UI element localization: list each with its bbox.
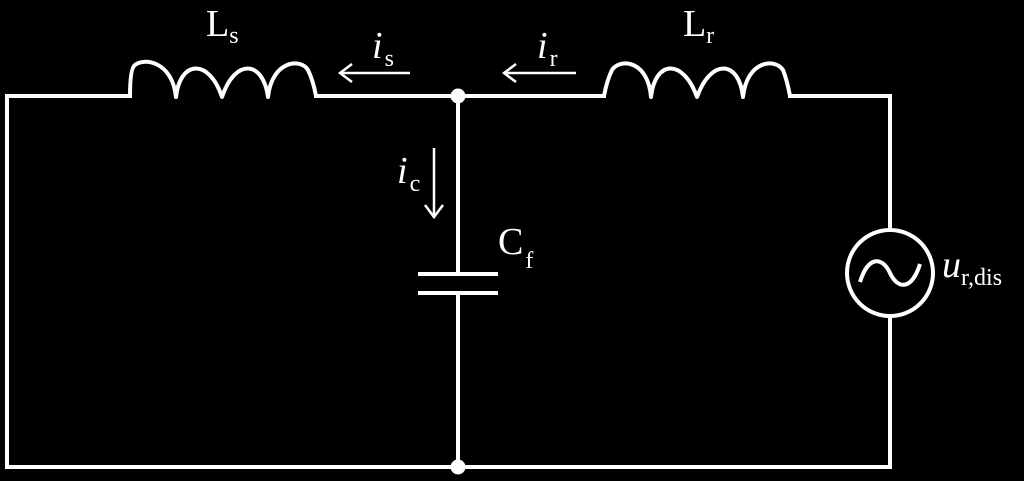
junction-node-top xyxy=(450,88,466,104)
inductor-ls-icon xyxy=(128,59,318,99)
label-source: ur,dis xyxy=(942,244,1002,291)
left-wire xyxy=(5,94,460,469)
inductor-lr-icon xyxy=(602,61,792,99)
bottom-right-wire xyxy=(456,314,892,469)
junction-node-bottom xyxy=(450,459,466,475)
label-ls: Ls xyxy=(206,3,239,49)
current-arrow-is-icon xyxy=(337,63,410,83)
label-lr: Lr xyxy=(683,3,714,49)
label-ic: ic xyxy=(397,150,420,197)
current-arrow-ir-icon xyxy=(501,63,576,83)
label-ir: ir xyxy=(537,25,558,72)
label-cf: Cf xyxy=(498,221,533,274)
right-wire xyxy=(788,94,892,232)
label-is: is xyxy=(372,25,394,72)
current-arrow-ic-icon xyxy=(424,148,444,220)
ac-sine-source-icon xyxy=(845,228,935,318)
